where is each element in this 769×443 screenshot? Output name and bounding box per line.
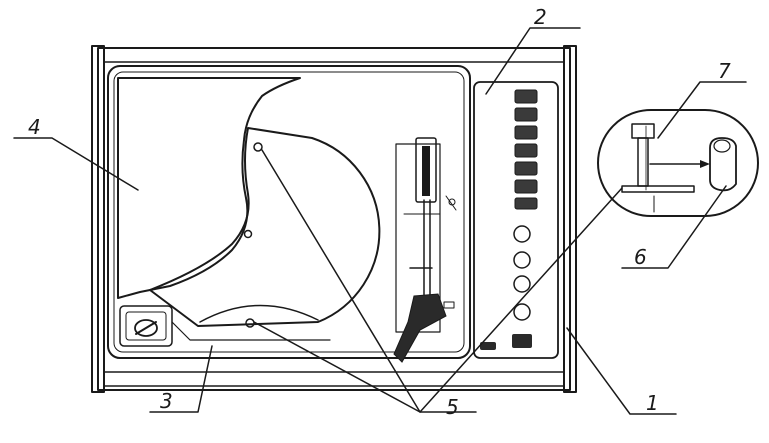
dust-cover: [117, 77, 301, 299]
callout-7: 7: [718, 59, 731, 83]
callout-2: 2: [534, 5, 547, 29]
panel-button: [514, 125, 538, 140]
panel-knob: [513, 225, 531, 243]
mounting-screw: [253, 142, 263, 152]
panel-switch: [512, 334, 532, 348]
panel-button: [514, 161, 538, 176]
mounting-screw: [245, 318, 255, 328]
callout-1: 1: [646, 391, 659, 415]
tonearm: [393, 137, 457, 363]
panel-indicator: [480, 342, 496, 350]
callout-6: 6: [634, 245, 647, 269]
turntable-platter: [149, 127, 381, 328]
panel-button: [514, 89, 538, 104]
panel-button: [514, 197, 538, 210]
panel-knob: [513, 275, 531, 293]
panel-button: [514, 179, 538, 194]
panel-knob: [513, 303, 531, 321]
panel-button: [514, 143, 538, 158]
callout-4: 4: [28, 115, 41, 139]
panel-knob: [513, 251, 531, 269]
panel-button: [514, 107, 538, 122]
callout-3: 3: [160, 389, 173, 413]
callout-5: 5: [446, 395, 459, 419]
speed-selector: [119, 305, 173, 347]
detail-inset: [597, 109, 759, 217]
cabinet: [91, 45, 577, 393]
control-panel: [473, 81, 559, 359]
deck-plate: [107, 65, 471, 359]
leader-lines: [13, 27, 747, 415]
